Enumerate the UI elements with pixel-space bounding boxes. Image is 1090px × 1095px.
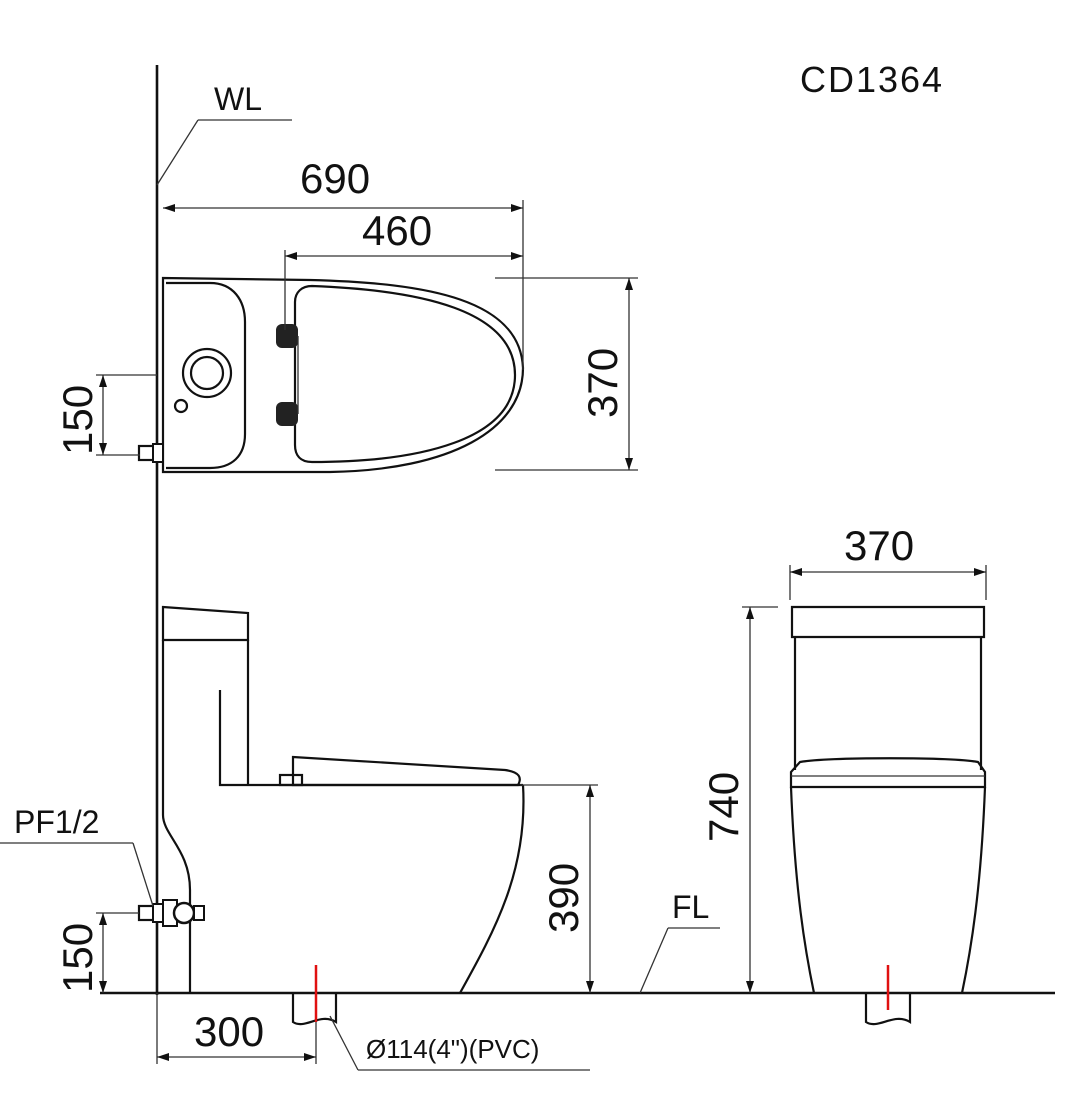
front-view xyxy=(789,605,987,1026)
hinge-bolt-icon xyxy=(276,402,298,426)
drain-pipe-front xyxy=(864,993,912,1026)
dim-width-top: 370 xyxy=(495,277,638,471)
tank-hole-icon xyxy=(173,398,189,414)
tank-lid-front xyxy=(790,605,986,639)
inlet-label: PF1/2 xyxy=(14,804,99,840)
dim-inlet-top-value: 150 xyxy=(54,385,101,455)
inlet-valve-icon xyxy=(137,899,205,927)
dim-inlet-side-value: 150 xyxy=(54,923,101,993)
model-number: CD1364 xyxy=(800,59,944,100)
bowl-rim-side xyxy=(218,690,523,787)
dim-seat-length-value: 460 xyxy=(362,207,432,254)
dim-overall-length: 690 xyxy=(163,155,524,370)
drain-pipe-side xyxy=(291,993,338,1026)
floor-line: FL xyxy=(100,889,1055,995)
bowl-right-front xyxy=(960,786,987,994)
dim-seat-height-value: 390 xyxy=(540,863,587,933)
dim-overall-height: 740 xyxy=(700,606,778,993)
hinge-bolt-icon xyxy=(276,324,298,348)
side-view: PF1/2 xyxy=(0,605,525,1026)
flush-button-inner-icon xyxy=(189,355,225,391)
dim-overall-height-value: 740 xyxy=(700,772,747,842)
drain-note-label: Ø114(4")(PVC) xyxy=(366,1034,539,1064)
tank-body-front xyxy=(793,637,983,770)
dim-inlet-top: 150 xyxy=(54,374,157,456)
dim-seat-height: 390 xyxy=(520,784,598,993)
flush-button-icon xyxy=(181,347,233,399)
dim-rough-in: 300 xyxy=(156,993,317,1064)
dim-width-top-value: 370 xyxy=(579,348,626,418)
dim-width-front: 370 xyxy=(789,522,987,600)
tank-lid-side xyxy=(161,605,250,642)
floor-line-label: FL xyxy=(672,889,709,925)
wall-line: WL xyxy=(155,65,292,995)
seat-lid-outline xyxy=(293,284,517,464)
seat-front xyxy=(789,757,987,789)
dim-seat-length: 460 xyxy=(284,207,523,330)
hinge-bolts xyxy=(276,324,299,426)
dim-width-front-value: 370 xyxy=(844,522,914,569)
tank-body-side xyxy=(161,640,192,993)
drain-note: Ø114(4")(PVC) xyxy=(329,1015,590,1071)
bowl-front-side xyxy=(459,784,525,994)
dim-rough-in-value: 300 xyxy=(194,1008,264,1055)
dim-overall-length-value: 690 xyxy=(300,155,370,202)
bowl-left-front xyxy=(789,786,816,994)
seat-side xyxy=(291,755,521,787)
tank-top-outline xyxy=(166,281,247,470)
dim-inlet-side: 150 xyxy=(54,912,139,993)
wall-line-label: WL xyxy=(214,81,262,117)
top-view xyxy=(137,276,525,474)
top-view-outline xyxy=(161,276,525,474)
